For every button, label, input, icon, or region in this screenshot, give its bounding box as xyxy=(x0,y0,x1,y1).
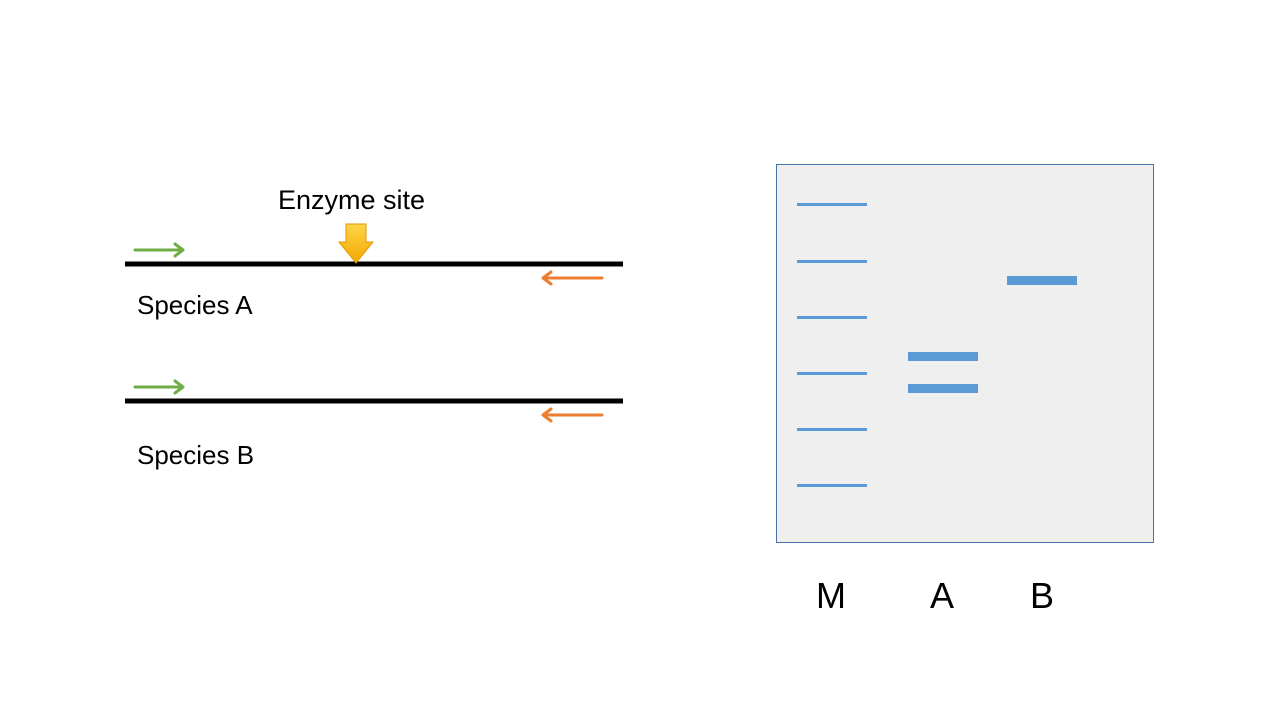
marker-band xyxy=(797,260,867,263)
enzyme-site-label: Enzyme site xyxy=(278,185,426,215)
marker-band xyxy=(797,203,867,206)
species-b-label: Species B xyxy=(137,440,255,470)
reverse-primer-arrow-icon xyxy=(541,407,604,423)
lane-label-b: B xyxy=(1029,575,1055,616)
forward-primer-arrow-icon xyxy=(133,242,185,258)
lane-label-a: A xyxy=(929,575,955,616)
marker-band xyxy=(797,372,867,375)
marker-band xyxy=(797,484,867,487)
reverse-primer-arrow-icon xyxy=(541,270,604,286)
marker-band xyxy=(797,428,867,431)
species-a-label: Species A xyxy=(137,290,253,320)
forward-primer-arrow-icon xyxy=(133,379,185,395)
lane-label-m: M xyxy=(816,575,846,616)
species-b-dna xyxy=(125,379,623,423)
enzyme-site-down-arrow-icon xyxy=(337,223,375,264)
lane-b-band xyxy=(1007,276,1077,285)
lane-a-band xyxy=(908,384,978,393)
gel xyxy=(776,164,1154,543)
lane-a-band xyxy=(908,352,978,361)
species-a-dna xyxy=(125,223,623,286)
marker-band xyxy=(797,316,867,319)
